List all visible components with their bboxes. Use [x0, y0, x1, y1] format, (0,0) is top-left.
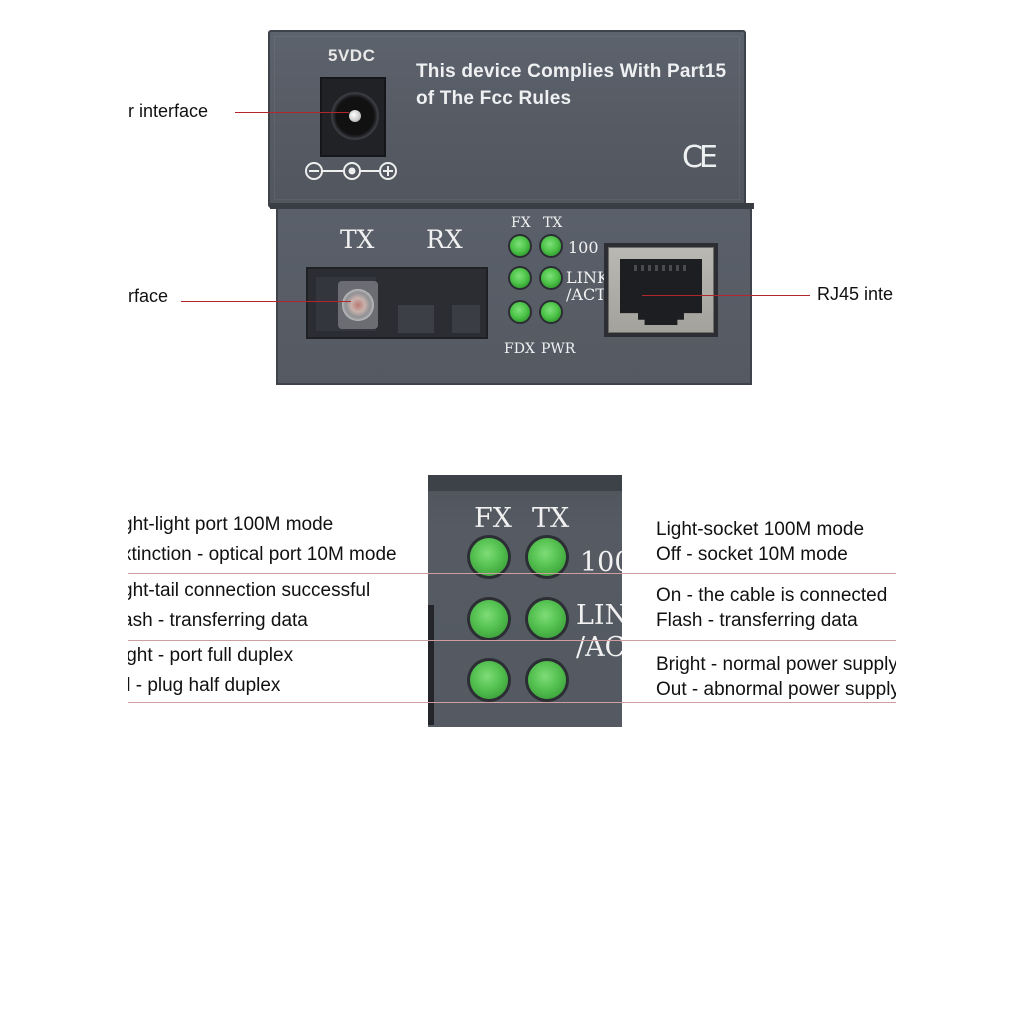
device-front-panel: TX RX FX TX 100 LINK /ACT FDX PWR — [270, 203, 754, 385]
left-description-column: ght-light port 100M mode xtinction - opt… — [128, 500, 428, 720]
callout-rj45-interface: RJ45 inte — [817, 284, 894, 304]
led-label-fdx: FDX — [504, 341, 535, 357]
detail-label-tx: TX — [532, 503, 570, 534]
led-label-pwr: PWR — [541, 341, 576, 357]
callout-fiber-interface: rface — [128, 286, 169, 306]
callout-power-interface: r interface — [128, 101, 209, 121]
desc-fx-100-on: ght-light port 100M mode — [128, 514, 334, 535]
detail-led-fx-link — [470, 600, 508, 638]
detail-label-link: LIN — [576, 600, 622, 631]
led-label-act: /ACT — [566, 285, 606, 304]
callout-line-rj45 — [642, 295, 810, 296]
rj45-port — [604, 243, 718, 337]
panel-left-edge — [428, 605, 434, 725]
dc-jack-pin — [349, 110, 361, 122]
detail-label-act: /AC — [576, 632, 622, 663]
led-pwr — [541, 302, 561, 322]
detail-label-100: 100 — [580, 547, 622, 578]
polarity-icon — [305, 162, 397, 180]
detail-led-tx-link — [528, 600, 566, 638]
desc-fx-link-on: ght-tail connection successful — [128, 580, 371, 601]
row-guide-line-100 — [128, 573, 896, 574]
desc-pwr-on: Bright - normal power supply — [656, 654, 896, 675]
ce-mark-icon: CE — [682, 140, 718, 175]
desc-pwr-off: Out - abnormal power supply — [656, 679, 896, 700]
callout-line-power — [235, 112, 349, 113]
led-fx-link — [510, 268, 530, 288]
desc-fx-link-flash: ash - transferring data — [128, 610, 308, 631]
led-label-link: LINK — [566, 268, 609, 287]
fcc-compliance-text: This device Complies With Part15 of The … — [416, 58, 726, 112]
led-tx-link — [541, 268, 561, 288]
fiber-rx-label: RX — [426, 225, 463, 254]
led-fdx — [510, 302, 530, 322]
desc-tx-100-off: Off - socket 10M mode — [656, 544, 848, 565]
power-rating-label: 5VDC — [328, 46, 376, 65]
detail-led-fdx — [470, 661, 508, 699]
row-guide-line-link — [128, 640, 896, 641]
fiber-ferrule-icon — [342, 289, 374, 321]
fiber-port-cavity — [398, 305, 434, 333]
compliance-line-1: This device Complies With Part15 — [416, 61, 727, 82]
desc-fdx-off: ll - plug half duplex — [128, 675, 281, 696]
dc-jack-ring — [331, 92, 379, 140]
detail-label-fx: FX — [474, 503, 512, 534]
fiber-sc-port — [306, 267, 488, 339]
rj45-pins — [634, 265, 690, 271]
desc-tx-link-flash: Flash - transferring data — [656, 610, 858, 631]
detail-led-pwr — [528, 661, 566, 699]
fiber-port-cavity — [452, 305, 480, 333]
detail-led-tx-100 — [528, 538, 566, 576]
led-label-100: 100 — [568, 238, 599, 257]
led-label-fx: FX — [511, 215, 531, 231]
fiber-tx-label: TX — [340, 225, 375, 254]
led-fx-100 — [510, 236, 530, 256]
desc-tx-link-on: On - the cable is connected — [656, 585, 888, 606]
led-detail-closeup: FX TX 100 LIN /AC — [428, 475, 622, 727]
row-guide-line-pwr — [128, 702, 896, 703]
right-description-column: Light-socket 100M mode Off - socket 10M … — [622, 500, 896, 720]
callout-line-fiber — [181, 301, 351, 302]
desc-tx-100-on: Light-socket 100M mode — [656, 519, 865, 540]
led-label-tx: TX — [543, 215, 563, 231]
compliance-line-2: of The Fcc Rules — [416, 88, 572, 109]
detail-led-fx-100 — [470, 538, 508, 576]
led-tx-100 — [541, 236, 561, 256]
desc-fdx-on: ight - port full duplex — [128, 645, 294, 666]
panel-top-edge — [428, 475, 622, 491]
desc-fx-100-off: xtinction - optical port 10M mode — [128, 544, 397, 565]
device-rear-panel: 5VDC This device Complies With Part15 of… — [268, 30, 746, 208]
dc-power-jack — [320, 77, 386, 157]
